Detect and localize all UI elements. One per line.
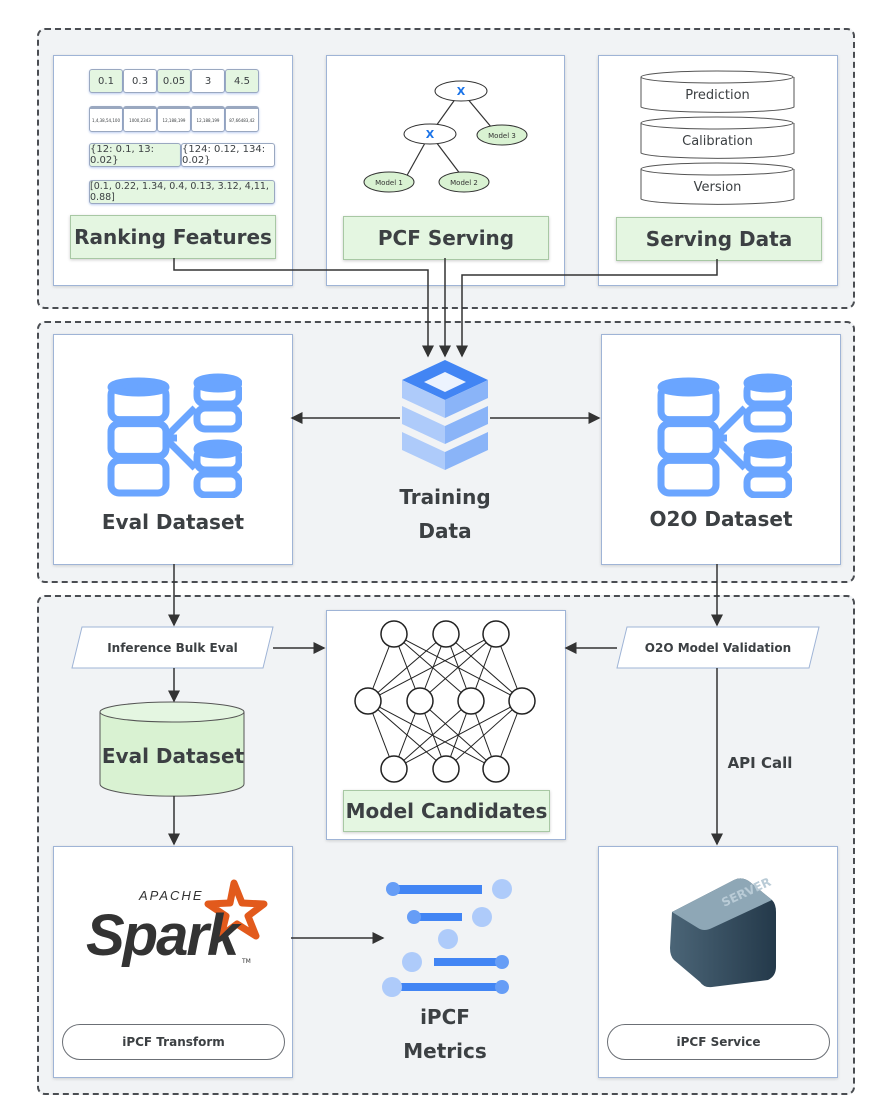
eval-dataset-cylinder [99,701,245,797]
serving-data-cylinder-calibration: Calibration [640,116,795,159]
tree-node [403,123,457,145]
pcf-serving-label: PCF Serving [343,216,549,260]
metric-bar [398,983,498,991]
feature-cell: 1,4,38,54,100 [89,106,123,132]
training-data-stack-icon [402,360,488,470]
neural-network-icon [354,620,536,783]
decision-tree-diagram: X X Model 3 Model 1 Model 2 [363,80,528,193]
feature-cell: 12,188,199 [157,106,191,132]
feature-cell: 0.1 [89,69,123,93]
feature-cell: 3 [191,69,225,93]
parallelogram-shapes [71,626,820,669]
serving-data-label: Serving Data [616,217,822,261]
tree-node-x: X [426,128,435,141]
metric-bar [392,885,482,894]
neuron-node [432,620,460,648]
o2o-dataset-title: O2O Dataset [649,507,793,531]
eval-dataset-title: Eval Dataset [101,510,245,534]
apache-spark-logo: APACHE Spark TM [86,879,268,968]
svg-text:Model 1: Model 1 [375,179,403,187]
svg-text:Spark: Spark [86,903,242,968]
serving-data-item-label: Version [693,180,742,195]
svg-text:Model 3: Model 3 [488,132,516,140]
serving-data-item-label: Prediction [685,88,750,103]
serving-data-item-label: Calibration [682,134,753,149]
feature-cell: 87,66483,42 [225,106,259,132]
neuron-node [406,687,434,715]
inference-bulk-eval-step: Inference Bulk Eval [107,640,238,655]
database-cylinder [193,439,242,498]
feature-cell: 12,188,199 [191,106,225,132]
metric-bar [434,958,502,966]
database-cylinder [107,377,170,497]
ranking-features-label: Ranking Features [70,215,276,259]
model-leaf [363,171,415,193]
neuron-node [482,755,510,783]
neuron-node [380,620,408,648]
neuron-node [432,755,460,783]
feature-cell: 0.05 [157,69,191,93]
serving-data-cylinder-version: Version [640,162,795,205]
svg-text:Model 2: Model 2 [450,179,478,187]
database-cylinder [743,439,792,498]
neuron-node [508,687,536,715]
svg-text:TM: TM [241,958,251,965]
eval-dataset-card: Eval Dataset [53,334,293,565]
feature-cell: [0.1, 0.22, 1.34, 0.4, 0.13, 3.12, 4,11,… [89,180,275,204]
o2o-dataset-card: O2O Dataset [601,334,841,565]
model-candidates-label: Model Candidates [343,790,550,832]
tree-node [434,80,488,102]
feature-cell: 0.3 [123,69,157,93]
database-cylinder [657,377,720,497]
api-call-label: API Call [727,754,793,772]
tree-node-x: X [457,85,466,98]
feature-cell: {124: 0.12, 134: 0.02} [181,143,275,167]
database-network-icon [107,373,242,498]
serving-data-cylinder-prediction: Prediction [640,70,795,113]
o2o-model-validation-step: O2O Model Validation [644,640,792,655]
model-leaf [476,124,528,146]
neuron-node [457,687,485,715]
model-candidates-card [326,610,566,840]
database-network-icon [657,373,792,498]
eval-dataset-cylinder-label: Eval Dataset [101,744,245,768]
metric-bar [412,913,462,921]
neuron-node [380,755,408,783]
ipcf-transform-label: iPCF Transform [62,1024,285,1060]
neuron-node [482,620,510,648]
feature-cell: 4.5 [225,69,259,93]
ipcf-service-label: iPCF Service [607,1024,830,1060]
metrics-icon [382,879,512,997]
server-icon: SERVER [670,875,776,988]
database-cylinder [743,373,792,433]
neuron-node [354,687,382,715]
svg-text:APACHE: APACHE [138,888,204,903]
model-leaf [438,171,490,193]
database-cylinder [193,373,242,433]
feature-cell: {12: 0.1, 13: 0.02} [89,143,181,167]
feature-cell: 1000,2343 [123,106,157,132]
